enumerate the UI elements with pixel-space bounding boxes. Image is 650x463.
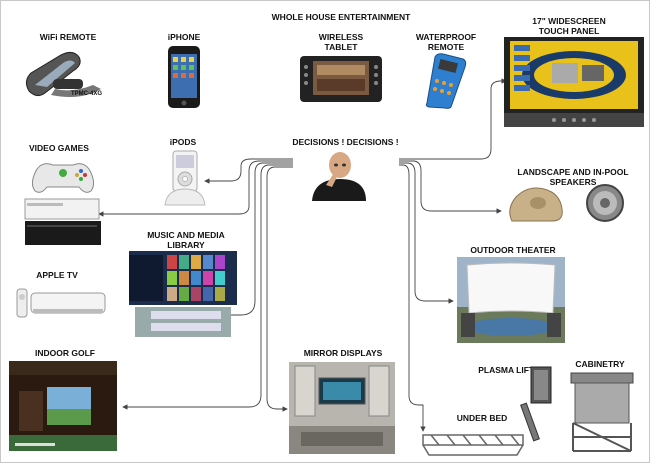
outdoor-theater-image: [457, 257, 565, 343]
wifi-remote-image: [25, 51, 101, 97]
cabinetry-image: [570, 372, 634, 452]
connector-touch-panel: [399, 78, 507, 160]
center-label: DECISIONS ! DECISIONS !: [292, 137, 399, 147]
touch-panel-image: [504, 37, 644, 127]
label-video-games: VIDEO GAMES: [29, 143, 89, 153]
label-waterproof-line2: REMOTE: [427, 42, 465, 52]
connector-ipods: [204, 158, 293, 184]
label-touch-panel-line1: 17" WIDESCREEN: [532, 16, 606, 26]
video-games-image: [24, 163, 101, 245]
ipods-image: [164, 150, 206, 206]
label-music-line2: LIBRARY: [167, 240, 205, 250]
label-touch-panel-line2: TOUCH PANEL: [538, 26, 600, 36]
label-wireless-tablet-line2: TABLET: [324, 42, 358, 52]
iphone-image: [168, 46, 200, 108]
page-title: WHOLE HOUSE ENTERTAINMENT: [271, 12, 411, 22]
media-library-image: [129, 251, 237, 337]
connector-speakers: [399, 160, 502, 214]
label-indoor-golf: INDOOR GOLF: [35, 348, 95, 358]
connector-indoor-golf: [122, 164, 293, 410]
thinking-man-image: [312, 152, 366, 201]
label-model: TPMC-4XG: [71, 91, 103, 97]
label-ipods: iPODS: [169, 137, 197, 147]
label-cabinetry: CABINETRY: [575, 359, 625, 369]
label-under-bed: UNDER BED: [456, 413, 508, 423]
apple-tv-image: [16, 288, 106, 318]
connector-outdoor-theater: [399, 162, 454, 304]
label-speakers-line2: SPEAKERS: [549, 177, 597, 187]
label-iphone: iPHONE: [167, 32, 201, 42]
label-wifi-remote: WiFi REMOTE: [39, 32, 97, 42]
indoor-golf-image: [9, 361, 117, 451]
plasma-lift-image: [520, 366, 552, 442]
connector-mirror: [266, 166, 293, 412]
label-outdoor-theater: OUTDOOR THEATER: [470, 245, 556, 255]
label-plasma-lifts: PLASMA LIFTS: [478, 365, 540, 375]
connector-music: [222, 162, 293, 318]
label-apple-tv: APPLE TV: [36, 270, 78, 280]
label-mirror-displays: MIRROR DISPLAYS: [303, 348, 383, 358]
waterproof-remote-image: [425, 53, 467, 109]
label-waterproof-line1: WATERPROOF: [415, 32, 477, 42]
rock-speaker-image: [509, 187, 563, 222]
label-wireless-tablet-line1: WIRELESS: [318, 32, 364, 42]
wireless-tablet-image: [300, 56, 382, 102]
label-music-line1: MUSIC AND MEDIA: [147, 230, 225, 240]
label-speakers-line1: LANDSCAPE AND IN-POOL: [517, 167, 629, 177]
connector-video-games: [98, 160, 293, 217]
pool-speaker-image: [586, 184, 624, 222]
mirror-displays-image: [289, 362, 395, 454]
under-bed-lift-image: [422, 434, 524, 456]
connector-plasma-lifts: [399, 164, 426, 432]
